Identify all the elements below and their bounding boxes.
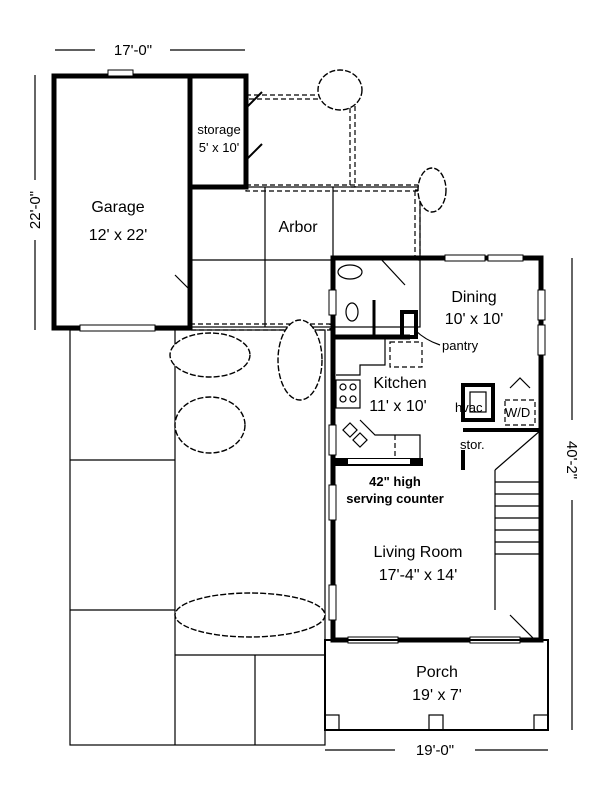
storage: [187, 73, 263, 190]
counter-label-line2: serving counter: [346, 491, 444, 506]
pantry-leader-arrow: [414, 329, 441, 346]
storage-size: 5' x 10': [199, 140, 239, 155]
tree-icon: [169, 332, 251, 378]
stor-label: stor.: [460, 437, 485, 452]
hvac-label: hvac: [455, 400, 483, 415]
dimension-garage-width: 17'-0": [114, 42, 152, 59]
tree-icon: [417, 167, 447, 213]
porch-label: Porch: [416, 664, 458, 681]
house: [328, 254, 546, 644]
dimension-house-depth: 40'-2": [563, 441, 580, 479]
dining-label: Dining: [451, 289, 496, 306]
garage-label: Garage: [91, 199, 144, 216]
garage: [51, 69, 193, 332]
storage-label: storage: [197, 122, 240, 137]
patio-pavers: [69, 329, 326, 746]
kitchen-size: 11' x 10': [369, 398, 426, 415]
tree-icon: [317, 69, 363, 111]
dimension-house-width: 19'-0": [416, 742, 454, 759]
living-room-label: Living Room: [374, 544, 463, 561]
porch-size: 19' x 7': [412, 687, 462, 704]
garage-size: 12' x 22': [89, 227, 148, 244]
trees: [169, 69, 447, 638]
dining-size: 10' x 10': [445, 311, 504, 328]
wd-label: W/D: [505, 405, 530, 420]
arbor-label: Arbor: [278, 219, 318, 236]
tree-icon: [277, 319, 323, 401]
kitchen-label: Kitchen: [373, 375, 426, 392]
living-room-size: 17'-4" x 14': [379, 567, 458, 584]
porch: [324, 639, 549, 731]
tree-icon: [174, 592, 326, 638]
counter-label-line1: 42" high: [369, 474, 421, 489]
pantry-label: pantry: [442, 338, 479, 353]
tree-icon: [174, 396, 246, 454]
stairs: [494, 429, 542, 610]
dimension-garage-depth: 22'-0": [27, 191, 44, 229]
dimension-lines: [34, 49, 573, 751]
